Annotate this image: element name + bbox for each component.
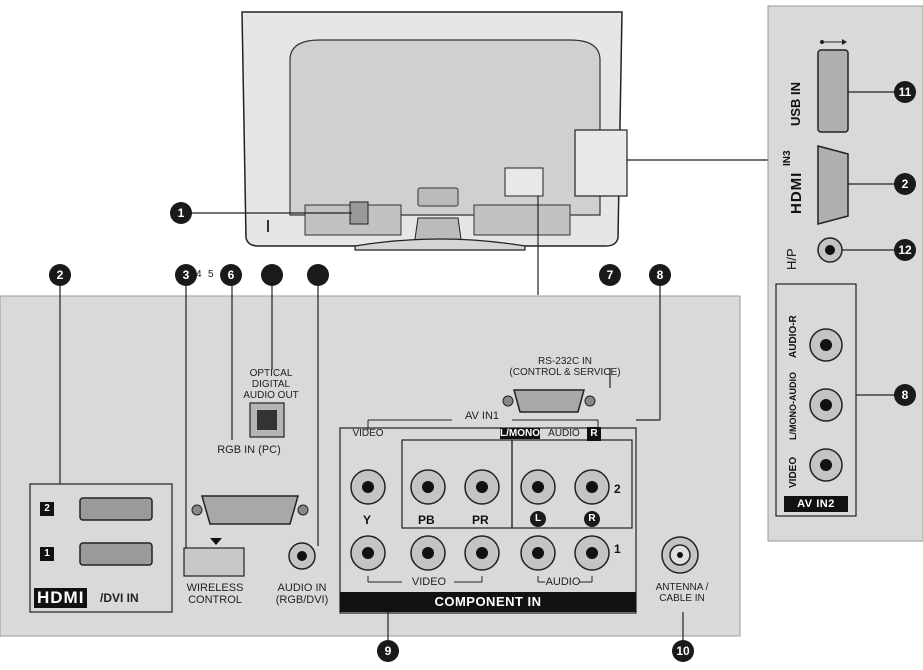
usb-in-label: USB IN bbox=[788, 81, 803, 126]
callout-8-left: 8 bbox=[649, 264, 671, 286]
hdmi-badge-1: 1 bbox=[40, 547, 54, 561]
av-in2-label: AV IN2 bbox=[784, 496, 848, 512]
rs232-label: RS-232C IN (CONTROL & SERVICE) bbox=[509, 356, 621, 378]
component-in-bar: COMPONENT IN bbox=[340, 592, 636, 612]
r-circle-label: R bbox=[584, 511, 600, 527]
callout-6: 6 bbox=[220, 264, 242, 286]
callout-3: 3 bbox=[175, 264, 197, 286]
y-label: Y bbox=[363, 513, 372, 527]
in3-label: IN3 bbox=[782, 150, 793, 166]
callout-7: 7 bbox=[599, 264, 621, 286]
audio-in-label: AUDIO IN (RGB/DVI) bbox=[275, 582, 329, 606]
callout-1: 1 bbox=[170, 202, 192, 224]
video-top-label: VIDEO bbox=[352, 428, 384, 439]
hdmi-logo: HDMI bbox=[34, 588, 88, 608]
av-row-2-jacks bbox=[350, 469, 610, 505]
callout-2-left: 2 bbox=[49, 264, 71, 286]
callout-10: 10 bbox=[672, 640, 694, 662]
av-in1-label: AV IN1 bbox=[452, 410, 512, 422]
pr-label: PR bbox=[472, 513, 489, 527]
row-2-label: 2 bbox=[614, 482, 621, 496]
tv-back-illustration bbox=[241, 11, 628, 251]
hdmi-in3-logo: HDMI bbox=[788, 171, 805, 214]
rgb-in-label: RGB IN (PC) bbox=[217, 444, 281, 456]
callout-9: 9 bbox=[377, 640, 399, 662]
callout-11: 11 bbox=[894, 81, 916, 103]
optical-label: OPTICAL DIGITAL AUDIO OUT bbox=[243, 368, 299, 401]
wireless-control-label: WIRELESS CONTROL bbox=[186, 582, 244, 606]
av-row-1-jacks bbox=[350, 535, 610, 571]
video-bottom-label: VIDEO bbox=[411, 576, 447, 588]
l-circle-label: L bbox=[530, 511, 546, 527]
lmono-label: L/MONO bbox=[500, 428, 540, 439]
audio-r-side-label: AUDIO-R bbox=[788, 315, 799, 358]
audio-bottom-label: AUDIO bbox=[545, 576, 581, 588]
headphone-label: H/P bbox=[784, 248, 799, 270]
callout-blank-a bbox=[261, 264, 283, 286]
callout-5: 5 bbox=[208, 269, 214, 280]
callout-4: 4 bbox=[196, 269, 202, 280]
hdmi-badge-2: 2 bbox=[40, 502, 54, 516]
callout-8-right: 8 bbox=[894, 384, 916, 406]
audio-top-label: AUDIO bbox=[548, 428, 580, 439]
r-badge: R bbox=[587, 427, 601, 441]
callout-12: 12 bbox=[894, 239, 916, 261]
callout-2-right: 2 bbox=[894, 173, 916, 195]
lmono-side-label: L/MONO-AUDIO bbox=[788, 372, 798, 440]
dvi-in-label: /DVI IN bbox=[100, 591, 139, 605]
antenna-label: ANTENNA / CABLE IN bbox=[655, 582, 709, 604]
video-side-label: VIDEO bbox=[788, 456, 799, 488]
row-1-label: 1 bbox=[614, 542, 621, 556]
callout-blank-b bbox=[307, 264, 329, 286]
pb-label: PB bbox=[418, 513, 435, 527]
